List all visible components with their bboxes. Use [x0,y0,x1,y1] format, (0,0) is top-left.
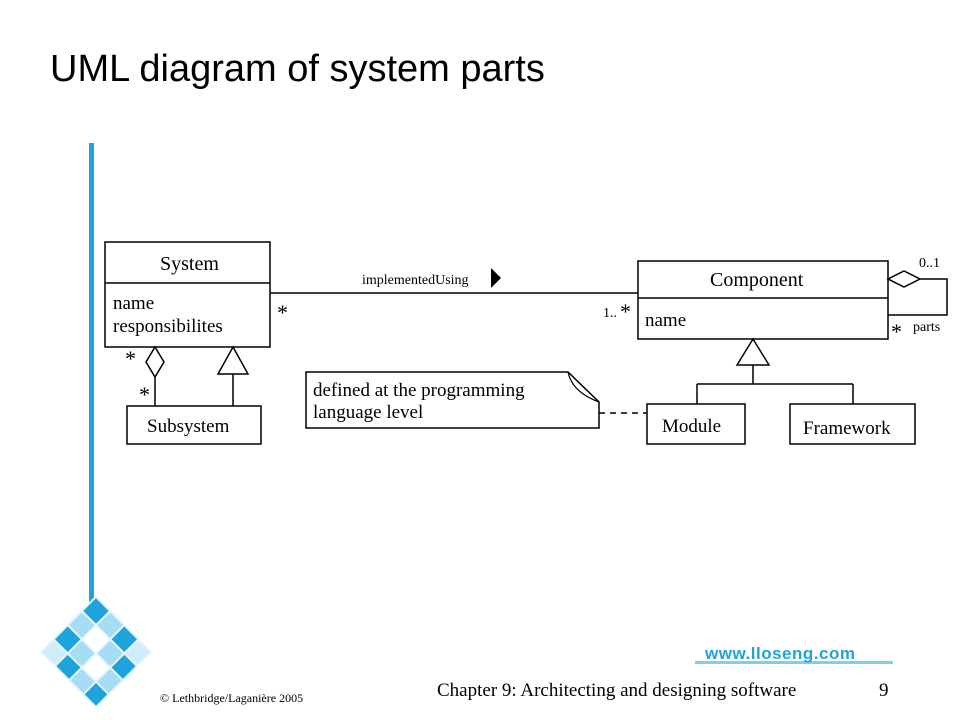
system-class: System name responsibilites [104,241,271,348]
note-line-1: defined at the programming [313,380,525,401]
system-class-name: System [160,253,219,275]
component-part-role: parts [913,320,940,335]
component-generalization [696,337,854,404]
footer-accent-line [695,661,893,664]
association-implemented-using: implementedUsing * 1.. * [270,268,638,325]
module-class-name: Module [662,416,721,437]
note-fold-icon [567,371,600,403]
subsystem-class-name: Subsystem [147,416,230,437]
association-label: implementedUsing [362,273,469,288]
association-component-multiplicity-star: * [620,299,631,324]
website-url: www.lloseng.com [705,644,856,663]
component-attr-name: name [645,310,686,331]
component-class: Component name [637,260,889,340]
chapter-title: Chapter 9: Architecting and designing so… [437,680,797,701]
system-attr-name: name [113,293,154,314]
note-line-2: language level [313,402,423,423]
system-relations: * * [125,345,250,407]
component-class-name: Component [710,269,804,291]
framework-class: Framework [789,403,916,445]
aggregation-diamond-icon [886,270,922,288]
direction-arrow-icon [491,268,501,288]
system-part-multiplicity: * [139,382,150,407]
component-whole-multiplicity: 0..1 [919,256,940,271]
slide-title: UML diagram of system parts [50,48,545,90]
system-attr-responsibilities: responsibilites [113,316,223,337]
note: defined at the programming language leve… [305,371,647,429]
left-accent-bar [89,143,94,625]
component-self-aggregation: 0..1 * parts [886,256,948,344]
logo-mosaic [39,595,153,709]
page-number: 9 [879,680,889,701]
copyright-text: © Lethbridge/Laganière 2005 [160,691,304,705]
generalization-triangle-icon [216,345,250,375]
framework-class-name: Framework [803,418,891,439]
subsystem-class: Subsystem [126,405,262,445]
association-system-multiplicity: * [277,300,288,325]
association-component-multiplicity-prefix: 1.. [603,306,617,321]
system-whole-multiplicity: * [125,346,136,371]
component-part-multiplicity: * [891,319,902,344]
generalization-triangle-icon [735,337,771,366]
aggregation-diamond-icon [145,345,165,379]
module-class: Module [646,403,746,445]
